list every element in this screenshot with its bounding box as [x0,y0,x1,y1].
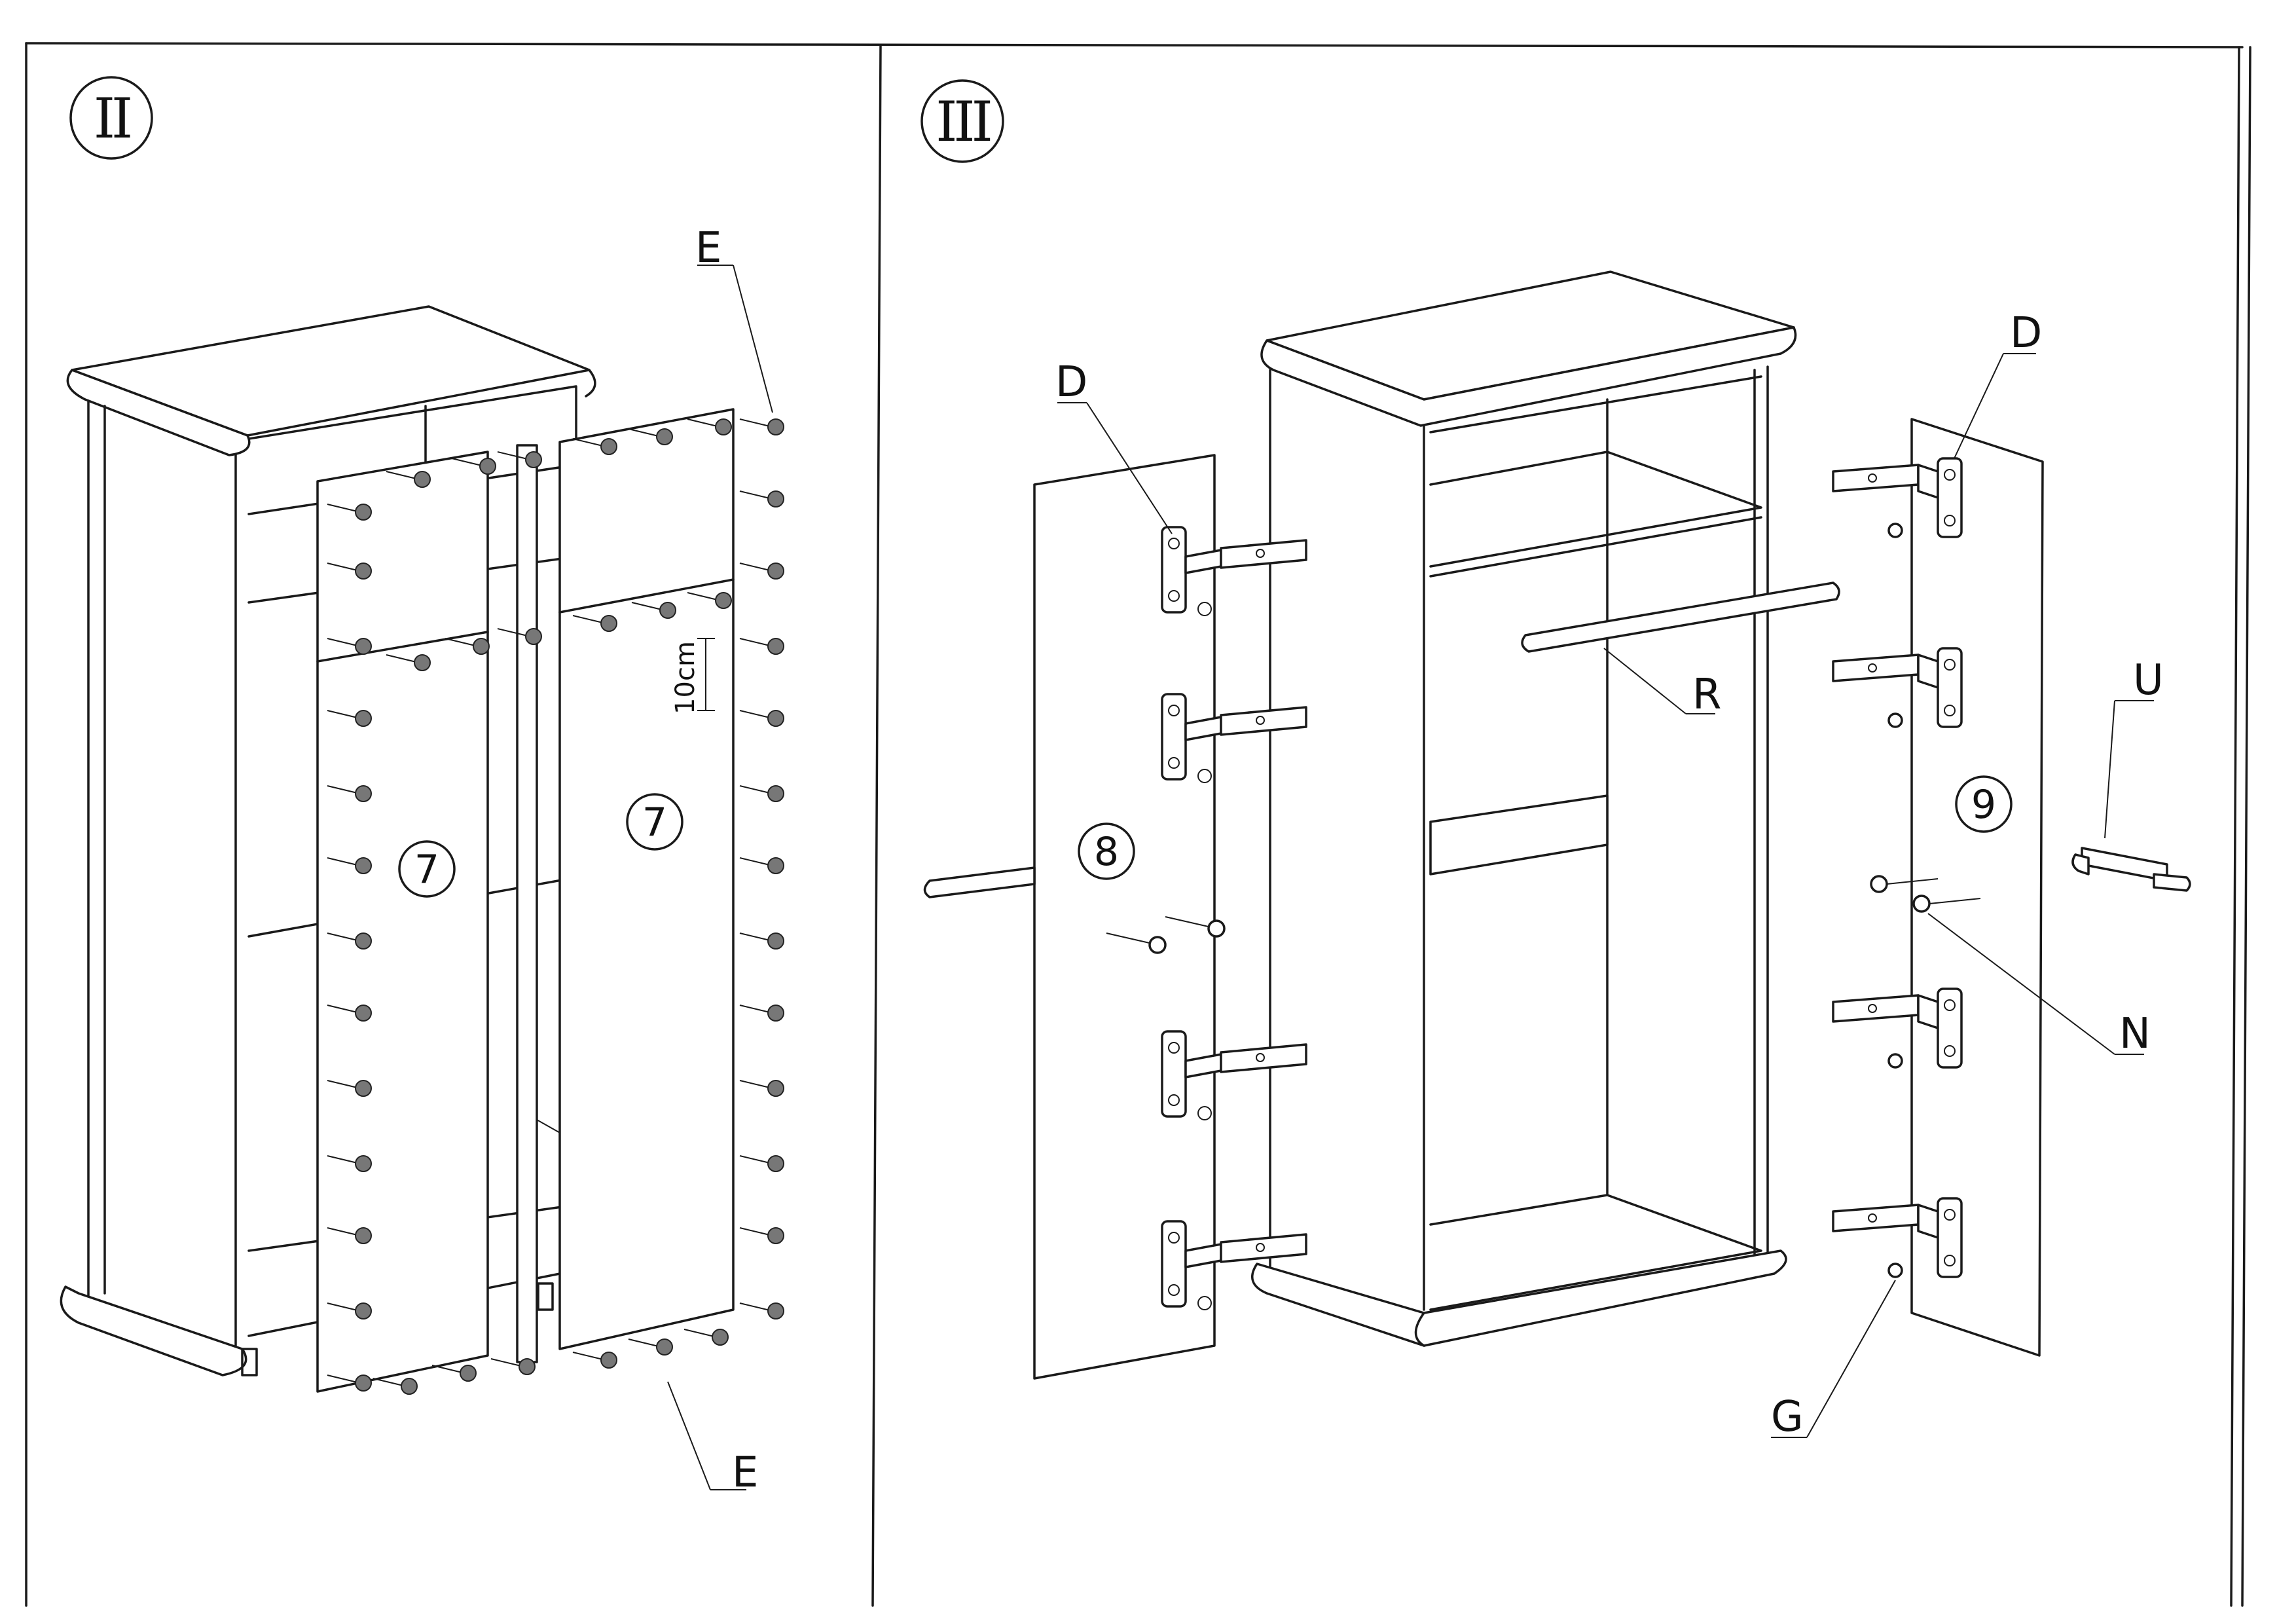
callout-G: G [1771,1280,1896,1441]
callout-D-right: D [1954,309,2042,459]
door-panel-8: 8 [923,454,1216,1380]
step-II-number: II [94,86,130,151]
door-panel-7-right: 7 10cm [558,408,735,1350]
step-II-badge: II [69,76,153,160]
panel-7-left-number: 7 [414,847,439,893]
label-E-bottom: E [732,1449,758,1497]
step-III-number: III [936,90,990,154]
part-U: U [2071,656,2191,892]
cabinet-III [1251,270,1797,1347]
callout-E-bottom: E [667,1381,758,1497]
panel-9-number: 9 [1971,782,1996,828]
hinges-door-9 [1832,457,1981,1278]
label-E-top: E [695,224,721,272]
rod-R: R [1521,581,1840,719]
step-III-badge: III [920,79,1004,163]
panel-8-number: 8 [1094,829,1119,875]
callout-N: N [1927,913,2151,1058]
hinges-door-8 [1106,526,1307,1310]
frame [25,42,2251,1607]
label-D-right: D [2010,309,2042,358]
label-U: U [2133,656,2164,705]
label-N: N [2119,1010,2151,1058]
pins-E [327,418,784,1395]
panel-7-right-number: 7 [642,800,667,845]
label-D-left: D [1055,358,1087,407]
callout-D-left: D [1055,358,1173,534]
label-R: R [1692,671,1721,719]
label-G: G [1771,1393,1804,1441]
callout-E-top: E [695,224,773,413]
door-panel-7-left: 7 [316,451,489,1393]
dimension-10cm: 10cm [670,641,701,714]
